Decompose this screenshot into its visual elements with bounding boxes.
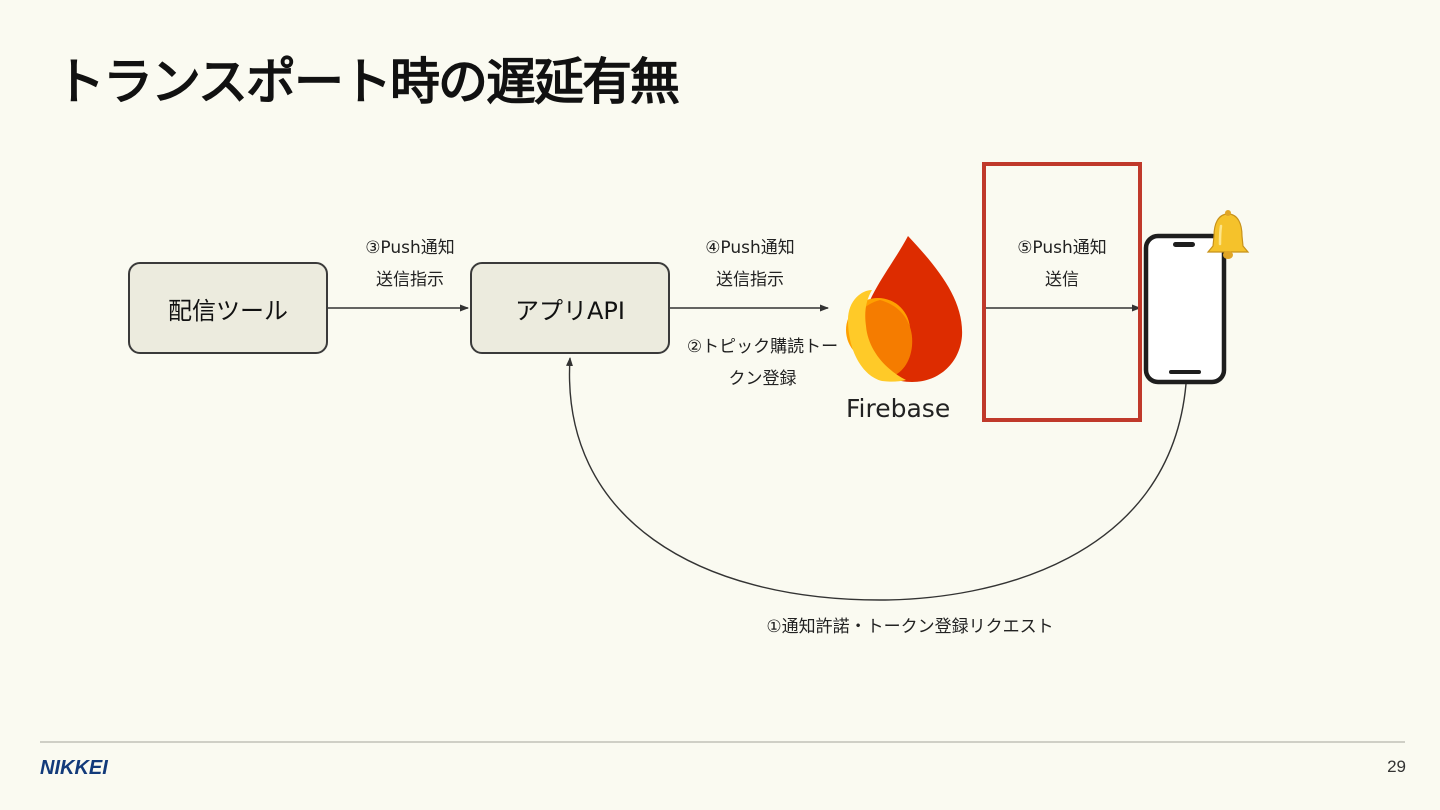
page-title: トランスポート時の遅延有無 bbox=[55, 53, 680, 111]
step2-line1: ②トピック購読トー bbox=[686, 337, 839, 357]
step3-label: ③Push通知 送信指示 bbox=[340, 232, 480, 296]
step3-line2: 送信指示 bbox=[376, 270, 444, 290]
page-number: 29 bbox=[1387, 757, 1406, 776]
step5-label: ⑤Push通知 送信 bbox=[992, 232, 1132, 296]
smartphone-icon bbox=[1143, 233, 1227, 385]
delivery-tool-label: 配信ツール bbox=[168, 296, 288, 325]
arrow-phone-to-api bbox=[566, 357, 1187, 601]
app-api-node: アプリAPI bbox=[470, 262, 670, 354]
delivery-tool-node: 配信ツール bbox=[128, 262, 328, 354]
step2-line2: クン登録 bbox=[728, 369, 797, 389]
app-api-label: アプリAPI bbox=[515, 296, 625, 325]
bell-icon bbox=[1206, 210, 1250, 259]
step4-line1: ④Push通知 bbox=[705, 238, 795, 258]
firebase-label: Firebase bbox=[846, 394, 951, 423]
footer-divider bbox=[40, 741, 1405, 743]
step3-line1: ③Push通知 bbox=[365, 238, 455, 258]
firebase-flame-icon bbox=[846, 236, 963, 382]
step1-label: ①通知許諾・トークン登録リクエスト bbox=[766, 617, 1054, 637]
step4-label: ④Push通知 送信指示 bbox=[680, 232, 820, 296]
step2-label: ②トピック購読トー クン登録 bbox=[680, 331, 845, 395]
highlight-box bbox=[982, 162, 1142, 422]
nikkei-logo: NIKKEI bbox=[40, 757, 108, 779]
step5-line1: ⑤Push通知 bbox=[1017, 238, 1107, 258]
step4-line2: 送信指示 bbox=[716, 270, 784, 290]
step5-line2: 送信 bbox=[1045, 270, 1079, 290]
